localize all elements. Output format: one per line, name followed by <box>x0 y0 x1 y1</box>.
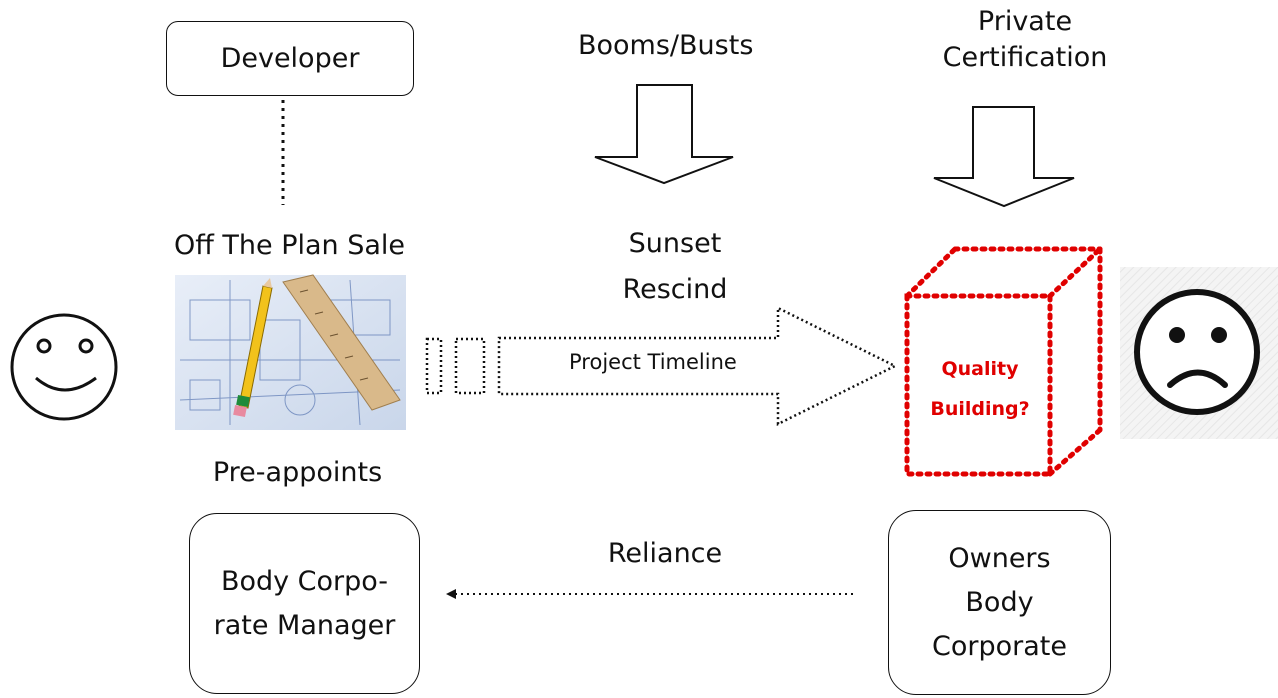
quality-label: Quality <box>941 358 1019 380</box>
developer-node: Developer <box>166 21 414 96</box>
pre-appoints-label: Pre-appoints <box>212 457 383 488</box>
booms-busts-label: Booms/Busts <box>578 30 754 61</box>
owners-body-corporate-line-1: Owners <box>948 542 1051 574</box>
sad-face-icon <box>1134 289 1260 415</box>
owners-body-corporate-line-3: Corporate <box>932 630 1067 662</box>
private-certification-arrow-icon <box>933 106 1075 208</box>
owners-body-corporate-node: Owners Body Corporate <box>888 510 1111 695</box>
body-corporate-manager-line-1: Body Corpo- <box>220 565 389 597</box>
timeline-tail-bar-2 <box>454 337 486 395</box>
owners-body-corporate-line-2: Body <box>965 586 1034 618</box>
building-plans-photo <box>175 274 406 430</box>
reliance-arrowhead-icon <box>446 589 456 599</box>
booms-busts-arrow-icon <box>594 84 734 185</box>
quality-building-label: Quality Building? <box>910 349 1050 429</box>
private-certification-label: Private Certification <box>940 4 1110 76</box>
building-label: Building? <box>930 398 1030 420</box>
off-the-plan-sale-label: Off The Plan Sale <box>173 230 406 261</box>
timeline-tail-bar-1 <box>425 337 443 395</box>
rescind-label: Rescind <box>622 274 728 305</box>
project-timeline-label: Project Timeline <box>569 350 737 374</box>
body-corporate-manager-node: Body Corpo- rate Manager <box>189 513 420 694</box>
sunset-label: Sunset <box>628 228 722 259</box>
sunset-rescind-label: Sunset Rescind <box>600 221 750 313</box>
developer-label: Developer <box>220 42 360 74</box>
smiley-face-icon <box>10 313 118 421</box>
reliance-label: Reliance <box>607 538 723 569</box>
private-certification-line-2: Certification <box>942 42 1108 73</box>
private-certification-line-1: Private <box>977 6 1073 37</box>
dotted-cube-icon <box>904 246 1103 477</box>
body-corporate-manager-line-2: rate Manager <box>213 609 396 641</box>
